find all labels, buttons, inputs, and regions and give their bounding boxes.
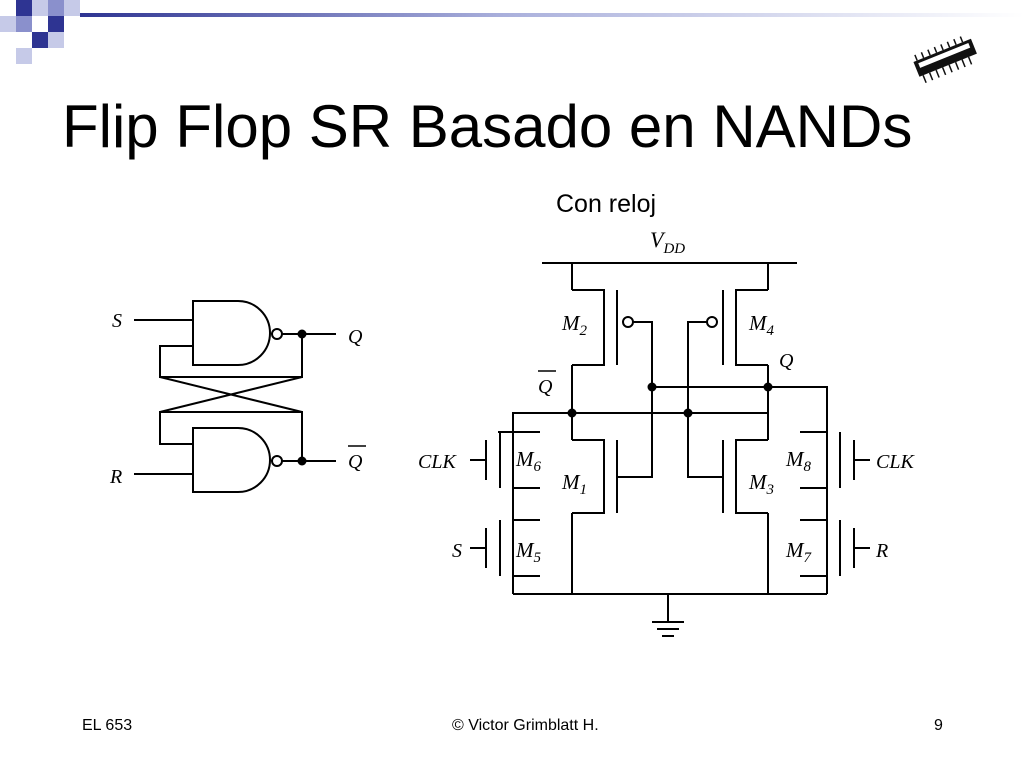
transistor-label-m6: M6 [515, 447, 542, 475]
latch-input-r: R [109, 466, 122, 488]
header-gradient-bar [80, 13, 1024, 17]
slide-title: Flip Flop SR Basado en NANDs [62, 93, 913, 160]
transistor-label-m3: M3 [748, 470, 774, 498]
s-input-label: S [452, 540, 462, 562]
deco-square [16, 0, 32, 16]
r-input-label: R [875, 540, 888, 562]
latch-output-q: Q [348, 326, 363, 348]
slide-subtitle: Con reloj [556, 190, 657, 218]
cmos-sr-circuit [470, 262, 870, 637]
deco-square [16, 48, 32, 64]
deco-square [32, 0, 48, 16]
nand-gate-top [192, 300, 271, 366]
deco-square [16, 16, 32, 32]
deco-square [32, 32, 48, 48]
clk-left-label: CLK [418, 451, 457, 473]
nand-bubble-top [271, 328, 283, 340]
nand-bubble-bottom [271, 455, 283, 467]
transistor-label-m1: M1 [561, 470, 587, 498]
latch-input-s: S [112, 310, 122, 332]
ic-chip-icon [913, 36, 977, 84]
node-q-label: Q [779, 350, 794, 372]
vdd-label: VDD [650, 227, 685, 257]
deco-square [48, 0, 64, 16]
footer-course: EL 653 [82, 717, 133, 734]
transistor-label-m5: M5 [515, 538, 542, 566]
nand-latch [134, 300, 336, 493]
transistor-label-m4: M4 [748, 311, 775, 339]
transistor-label-m7: M7 [785, 538, 813, 566]
deco-square [64, 0, 80, 16]
footer-copyright: © Victor Grimblatt H. [452, 717, 599, 734]
transistor-label-m2: M2 [561, 311, 588, 339]
deco-square [48, 32, 64, 48]
clk-right-label: CLK [876, 451, 915, 473]
node-qbar-label: Q [538, 376, 553, 398]
footer-page-number: 9 [934, 717, 943, 734]
junction-dots [297, 329, 773, 466]
deco-square [48, 16, 64, 32]
transistor-label-m8: M8 [785, 447, 812, 475]
deco-square [0, 16, 16, 32]
latch-output-qbar: Q [348, 451, 363, 473]
nand-gate-bottom [192, 427, 271, 493]
